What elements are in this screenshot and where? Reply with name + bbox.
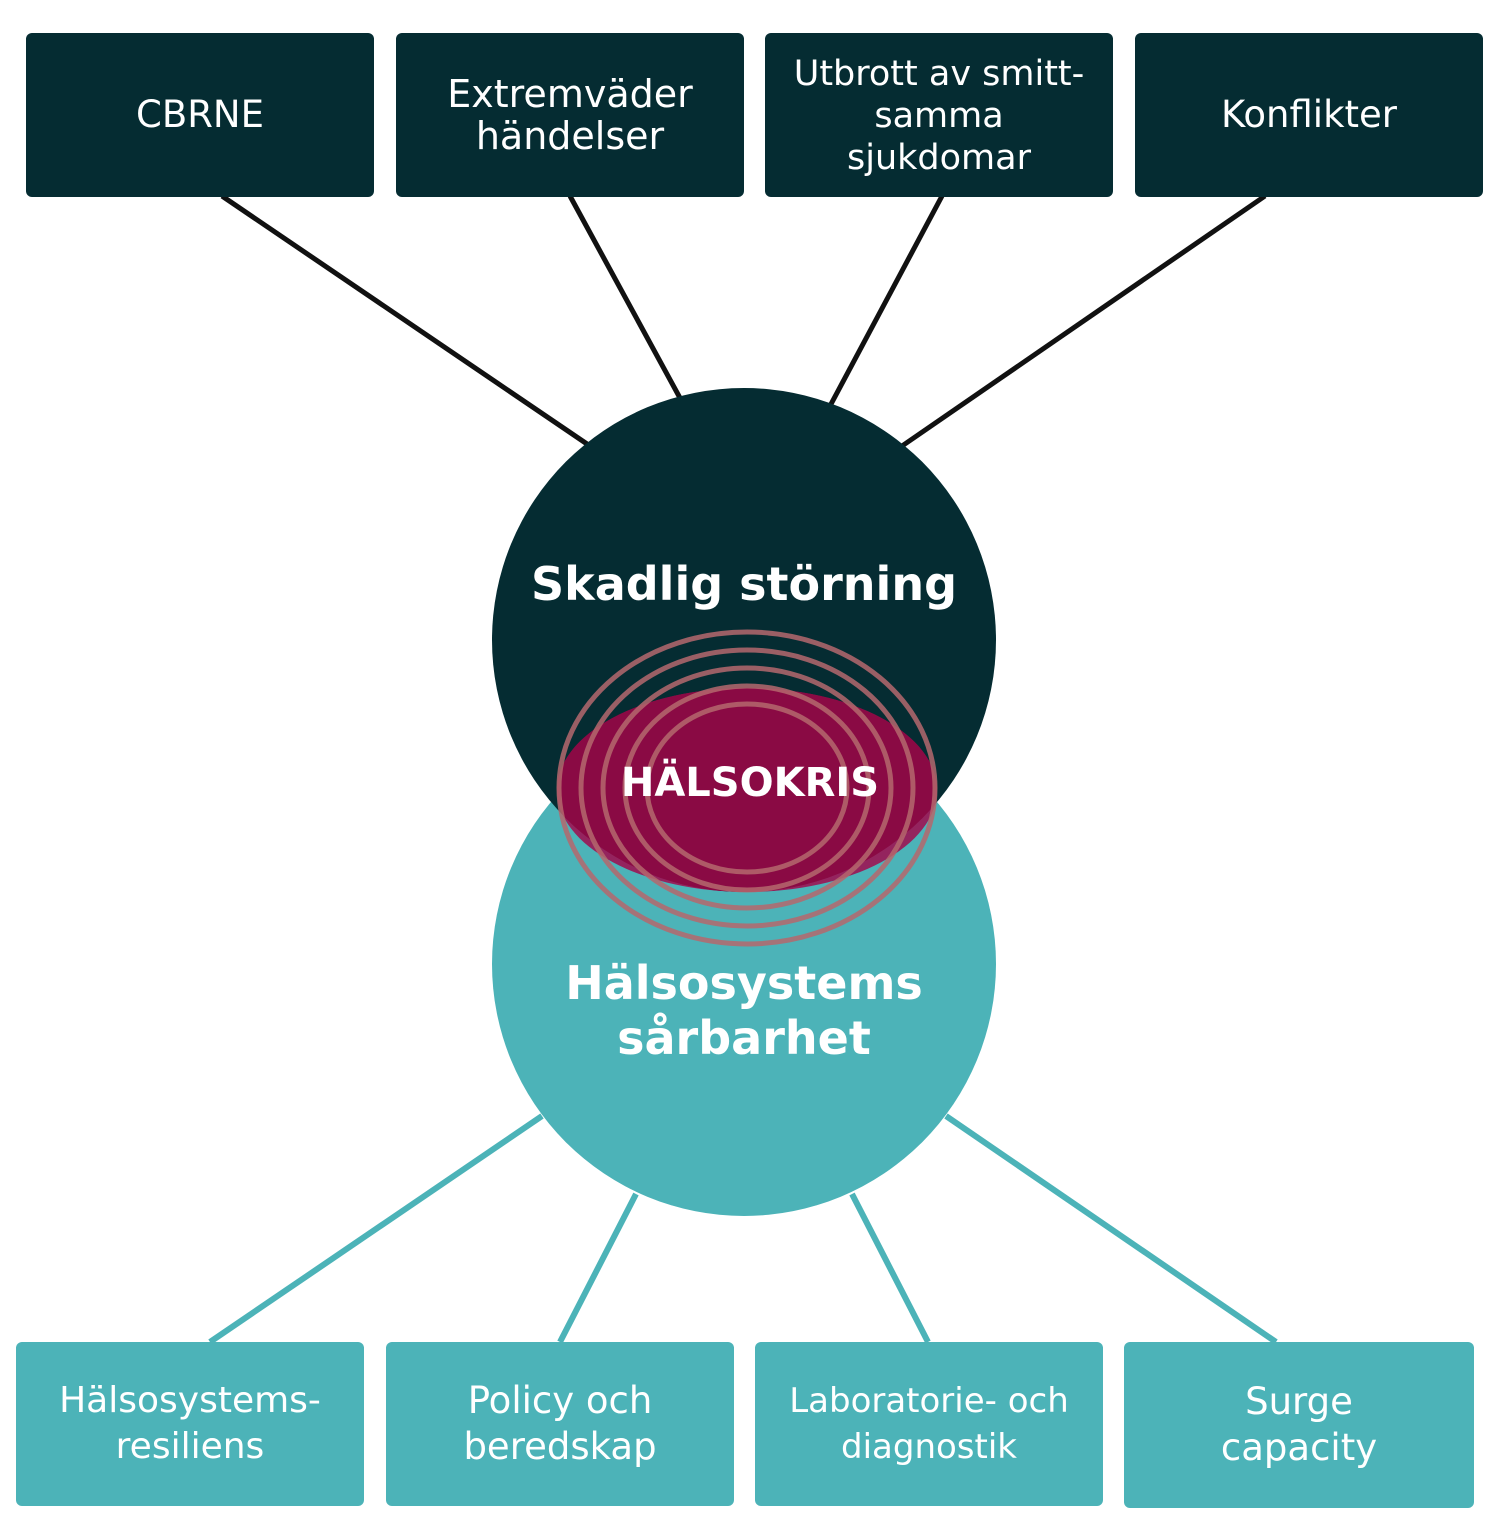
connector-resiliens	[208, 1113, 544, 1345]
box-extremvader-line-1: Extremväder	[447, 72, 693, 116]
crisis-fill-upper	[557, 688, 937, 892]
box-utbrott-line-1: Utbrott av smitt-	[793, 54, 1085, 94]
connector-laboratorie	[849, 1192, 931, 1344]
crisis-ring-1	[556, 629, 938, 947]
connector-surge	[944, 1113, 1278, 1345]
connector-cbrne	[220, 193, 592, 449]
crisis-label: HÄLSOKRIS	[620, 760, 880, 806]
box-laboratorie-diagnostik: Laboratorie- och diagnostik	[755, 1342, 1103, 1506]
box-halsosystemsresiliens: Hälsosystems- resiliens	[16, 1342, 364, 1506]
top-connectors	[220, 193, 1267, 449]
box-resiliens-line-1: Hälsosystems-	[59, 1380, 321, 1421]
box-policy-line-2: beredskap	[463, 1425, 657, 1468]
box-surge-line-2: capacity	[1220, 1426, 1378, 1469]
box-policy-beredskap: Policy och beredskap	[386, 1342, 734, 1506]
connector-utbrott	[827, 194, 945, 408]
box-surge-capacity: Surge capacity	[1124, 1342, 1474, 1508]
connector-konflikter	[900, 193, 1267, 449]
vulnerability-label: Hälsosystems sårbarhet	[492, 956, 996, 1066]
crisis-rings	[556, 629, 938, 947]
bottom-connectors	[208, 1113, 1278, 1345]
box-laboratorie-line-1: Laboratorie- och	[789, 1381, 1069, 1421]
disruption-label: Skadlig störning	[530, 557, 958, 611]
connector-policy	[557, 1192, 639, 1344]
crisis-overlap	[556, 629, 938, 947]
box-konflikter: Konflikter	[1135, 33, 1483, 197]
vulnerability-label-line-1: Hälsosystems	[565, 956, 923, 1010]
crisis-ring-4	[622, 683, 872, 893]
box-resiliens-line-2: resiliens	[115, 1426, 265, 1467]
box-utbrott-line-3: sjukdomar	[847, 138, 1031, 178]
box-surge-line-1: Surge	[1245, 1380, 1353, 1423]
crisis-ring-3	[600, 665, 894, 911]
crisis-ring-2	[578, 647, 916, 929]
box-cbrne: CBRNE	[26, 33, 374, 197]
box-utbrott-line-2: samma	[874, 96, 1004, 136]
box-extremvader-line-2: händelser	[475, 114, 665, 158]
box-laboratorie-line-2: diagnostik	[841, 1427, 1017, 1467]
box-extremvader: Extremväder händelser	[396, 33, 744, 197]
connector-extremvader	[567, 194, 683, 400]
box-policy-line-1: Policy och	[467, 1379, 653, 1422]
vulnerability-label-line-2: sårbarhet	[617, 1011, 871, 1065]
box-cbrne-line-1: CBRNE	[136, 93, 264, 136]
box-utbrott: Utbrott av smitt- samma sjukdomar	[765, 33, 1113, 197]
box-konflikter-line-1: Konflikter	[1220, 93, 1397, 136]
crisis-ring-5	[644, 701, 850, 875]
